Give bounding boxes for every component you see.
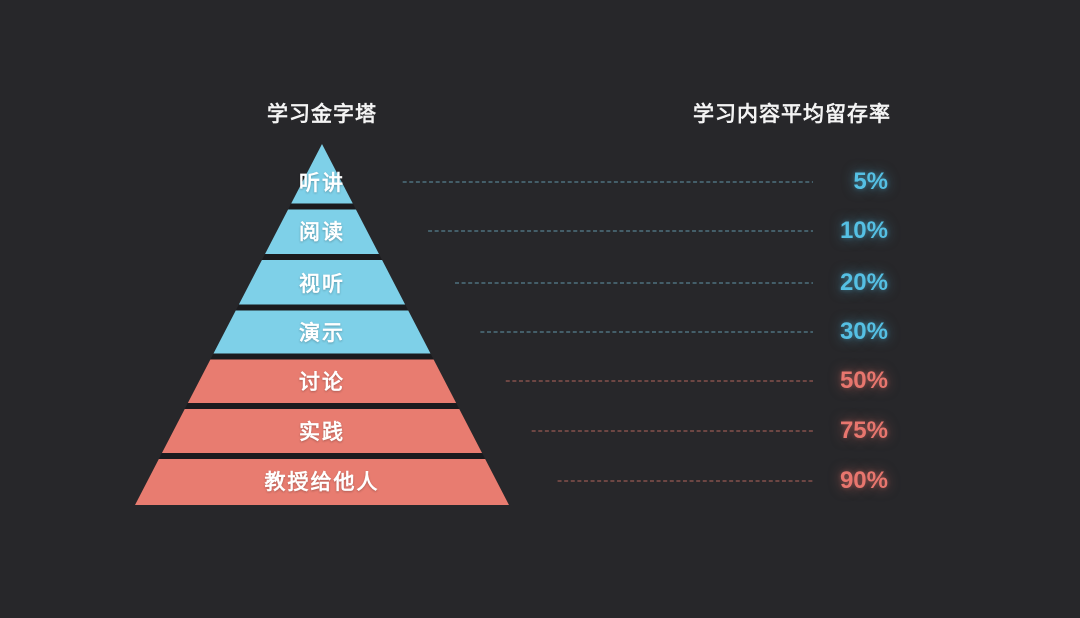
level-label: 演示 <box>299 322 345 345</box>
pyramid-level-7 <box>135 459 509 505</box>
pyramid-title: 学习金字塔 <box>267 103 377 126</box>
retention-value: 5% <box>853 168 888 195</box>
level-label: 讨论 <box>299 371 345 394</box>
retention-title: 学习内容平均留存率 <box>693 103 891 126</box>
level-label: 阅读 <box>299 221 345 244</box>
retention-value: 90% <box>839 467 888 494</box>
level-label: 实践 <box>299 421 345 444</box>
pyramid-level-4 <box>213 310 431 354</box>
pyramid-level-3 <box>238 260 406 305</box>
pyramid-level-2 <box>265 209 379 254</box>
pyramid-level-1 <box>291 144 353 204</box>
retention-value: 75% <box>839 417 888 444</box>
retention-value: 50% <box>839 367 888 394</box>
pyramid-level-6 <box>161 409 483 453</box>
level-label: 教授给他人 <box>264 471 380 494</box>
retention-value: 30% <box>839 318 888 345</box>
level-label: 视听 <box>299 273 345 296</box>
level-label: 听讲 <box>299 172 345 195</box>
retention-value: 20% <box>839 269 888 296</box>
retention-value: 10% <box>839 217 888 244</box>
pyramid-level-5 <box>187 359 457 403</box>
